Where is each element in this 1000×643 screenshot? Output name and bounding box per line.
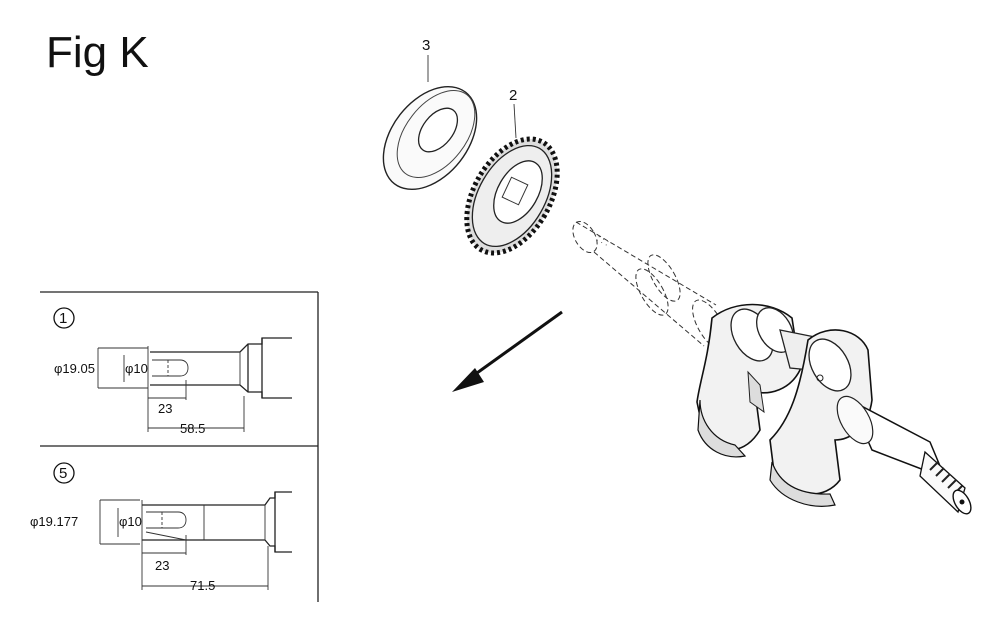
crankshaft-part (696, 303, 972, 515)
detail-frame (40, 291, 319, 602)
detail-1-number: 1 (59, 310, 67, 327)
shaft-outline-dashed: : : : (572, 220, 728, 351)
detail-1-dim-short: 23 (158, 401, 172, 416)
washer-part: 3 (382, 37, 478, 191)
detail-5-inner-diameter: φ10 (119, 514, 142, 529)
crank-gear-part: 2 (464, 87, 560, 256)
detail-5-number: 5 (59, 465, 67, 482)
callout-3: 3 (422, 37, 430, 54)
detail-5-dim-short: 23 (155, 558, 169, 573)
figure-title: Fig K (46, 28, 149, 77)
detail-1-inner-diameter: φ10 (125, 361, 148, 376)
detail-1-dim-long: 58.5 (180, 421, 205, 436)
detail-5-marker (53, 462, 75, 484)
detail-1: 1 φ19.05 φ10 23 58.5 (53, 307, 292, 436)
callout-2: 2 (509, 87, 517, 104)
detail-5-outer-diameter: φ19.177 (30, 514, 78, 529)
detail-1-outer-diameter: φ19.05 (54, 361, 95, 376)
detail-5: 5 φ19.177 φ10 23 71.5 (30, 462, 292, 593)
detail-1-marker (53, 307, 75, 329)
assembly-direction-arrow (452, 310, 563, 392)
detail-5-dim-long: 71.5 (190, 578, 215, 593)
gear-leader (513, 103, 517, 139)
